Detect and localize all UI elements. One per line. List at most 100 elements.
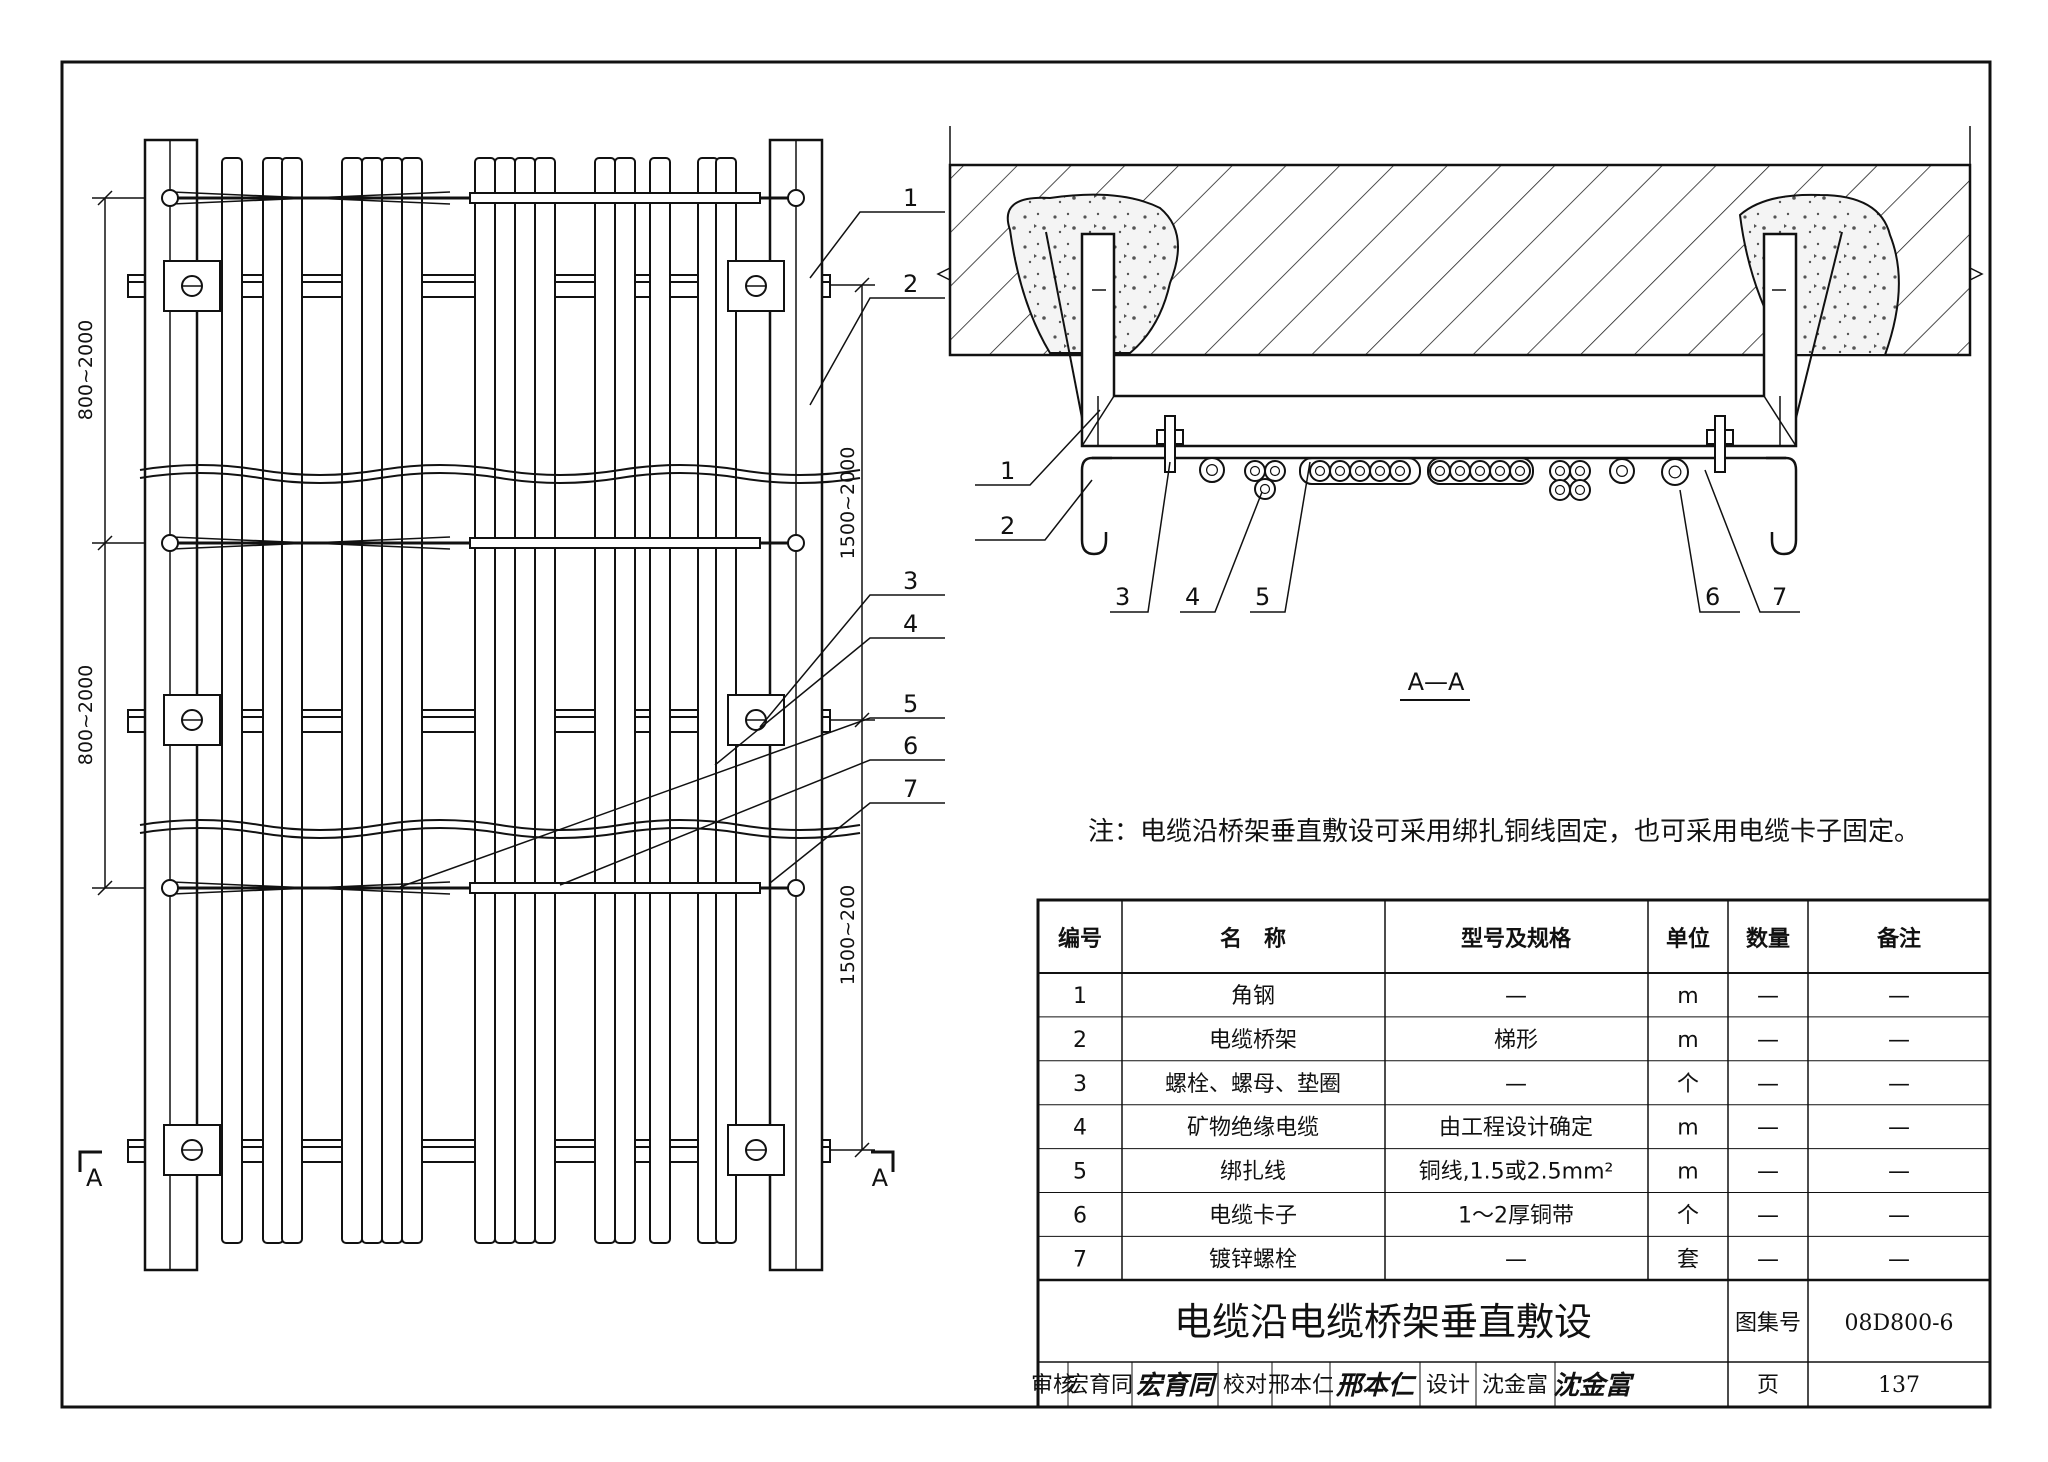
cable-clamp-strip [469, 192, 761, 204]
table-cell-name: 矿物绝缘电缆 [1187, 1116, 1319, 1141]
table-cell-spec: 由工程设计确定 [1439, 1116, 1593, 1141]
elev-callout-7: 7 [903, 775, 918, 803]
table-cell-qty: — [1757, 984, 1779, 1009]
section-title: A—A [1408, 668, 1465, 696]
table-cell-remark: — [1888, 1247, 1910, 1272]
cable [281, 157, 303, 1244]
cable-clamp-strip [469, 537, 761, 549]
bolt-plate [727, 694, 785, 746]
cable [614, 157, 636, 1244]
table-cell-qty: — [1757, 1116, 1779, 1141]
cable [221, 157, 243, 1244]
table-cell-unit: m [1677, 984, 1698, 1009]
table-cell-unit: m [1677, 1160, 1698, 1185]
checker-name: 邢本仁 [1268, 1373, 1334, 1398]
right-dimension [830, 277, 875, 1158]
elev-callout-2: 2 [903, 270, 918, 298]
cable-clamp-strip [469, 882, 761, 894]
table-cell-no: 7 [1073, 1247, 1087, 1272]
cable [341, 157, 363, 1244]
cable [401, 157, 423, 1244]
elev-callout-6: 6 [903, 732, 918, 760]
table-cell-name: 绑扎线 [1220, 1160, 1286, 1185]
cables-section [1199, 457, 1689, 501]
cable [534, 157, 556, 1244]
table-cell-qty: — [1757, 1072, 1779, 1097]
sec-callout-6: 6 [1705, 583, 1720, 611]
sec-callout-7: 7 [1772, 583, 1787, 611]
mineral-insulated-cables [221, 157, 737, 1244]
bolt-plate [163, 260, 221, 312]
cable [262, 157, 284, 1244]
table-cell-qty: — [1757, 1028, 1779, 1053]
tie-bolt [161, 189, 179, 207]
elev-callout-5: 5 [903, 690, 918, 718]
table-cell-unit: m [1677, 1028, 1698, 1053]
cable [361, 157, 383, 1244]
check-label: 校对 [1223, 1373, 1267, 1398]
table-cell-name: 镀锌螺栓 [1209, 1247, 1297, 1272]
sec-callout-2: 2 [1000, 512, 1015, 540]
sec-callout-3: 3 [1115, 583, 1130, 611]
drawing-title: 电缆沿电缆桥架垂直敷设 [1174, 1300, 1592, 1344]
table-cell-remark: — [1888, 1028, 1910, 1053]
table-cell-no: 1 [1073, 984, 1087, 1009]
reviewer-signature: 宏育同 [1136, 1371, 1218, 1401]
cable [594, 157, 616, 1244]
left-dimension [92, 190, 145, 896]
break-lines [139, 464, 861, 839]
sec-callout-5: 5 [1255, 583, 1270, 611]
table-cell-qty: — [1757, 1160, 1779, 1185]
cable [649, 157, 671, 1244]
bolts-section [1156, 415, 1734, 473]
table-cell-no: 5 [1073, 1160, 1087, 1185]
table-cell-remark: — [1888, 1160, 1910, 1185]
elevation-view: 800~2000 800~2000 1500~2000 1500~200 A A [75, 138, 945, 1272]
section-mark-right-label: A [872, 1164, 889, 1192]
reviewer-name: 宏育同 [1067, 1373, 1133, 1398]
col-header-no: 编号 [1058, 926, 1102, 952]
table-cell-qty: — [1757, 1204, 1779, 1229]
section-mark-right [871, 1150, 895, 1172]
tie-wire-twist [171, 881, 451, 895]
table-cell-unit: m [1677, 1116, 1698, 1141]
bolt-plates [163, 260, 785, 1176]
tie-wire-twist [171, 536, 451, 550]
tie-bolt [787, 879, 805, 897]
section-leaders [975, 409, 1800, 613]
table-cell-name: 电缆桥架 [1209, 1028, 1297, 1053]
table-cell-spec: — [1505, 1072, 1527, 1097]
elev-callout-4: 4 [903, 610, 918, 638]
table-cell-no: 3 [1073, 1072, 1087, 1097]
design-label: 设计 [1426, 1373, 1470, 1398]
cable [474, 157, 496, 1244]
dim-label-right-upper: 1500~2000 [837, 447, 859, 560]
dim-label-lower: 800~2000 [75, 665, 97, 766]
table-cell-name: 电缆卡子 [1209, 1204, 1297, 1229]
section-mark-left [78, 1150, 102, 1172]
review-label: 审核 [1031, 1373, 1075, 1398]
sheet-border [60, 60, 1992, 1409]
designer-name: 沈金富 [1482, 1373, 1548, 1398]
table-cell-qty: — [1757, 1247, 1779, 1272]
table-cell-spec: 铜线,1.5或2.5mm² [1419, 1160, 1614, 1185]
tie-bolt [161, 534, 179, 552]
cable [494, 157, 516, 1244]
table-cell-remark: — [1888, 1116, 1910, 1141]
elevation-leaders [399, 211, 945, 888]
col-header-spec: 型号及规格 [1461, 926, 1572, 952]
sec-callout-4: 4 [1185, 583, 1200, 611]
table-cell-spec: 梯形 [1494, 1028, 1538, 1053]
table-cell-unit: 个 [1677, 1072, 1699, 1097]
col-header-unit: 单位 [1666, 926, 1710, 952]
dim-label-upper: 800~2000 [75, 320, 97, 421]
section-a-a: 1 2 3 4 5 6 7 A—A [936, 126, 1984, 701]
table-cell-spec: — [1505, 1247, 1527, 1272]
table-cell-name: 螺栓、螺母、垫圈 [1165, 1072, 1341, 1097]
table-cell-no: 4 [1073, 1116, 1087, 1141]
tie-wire-twist [171, 191, 451, 205]
col-header-remark: 备注 [1876, 926, 1921, 952]
atlas-label: 图集号 [1735, 1311, 1801, 1336]
